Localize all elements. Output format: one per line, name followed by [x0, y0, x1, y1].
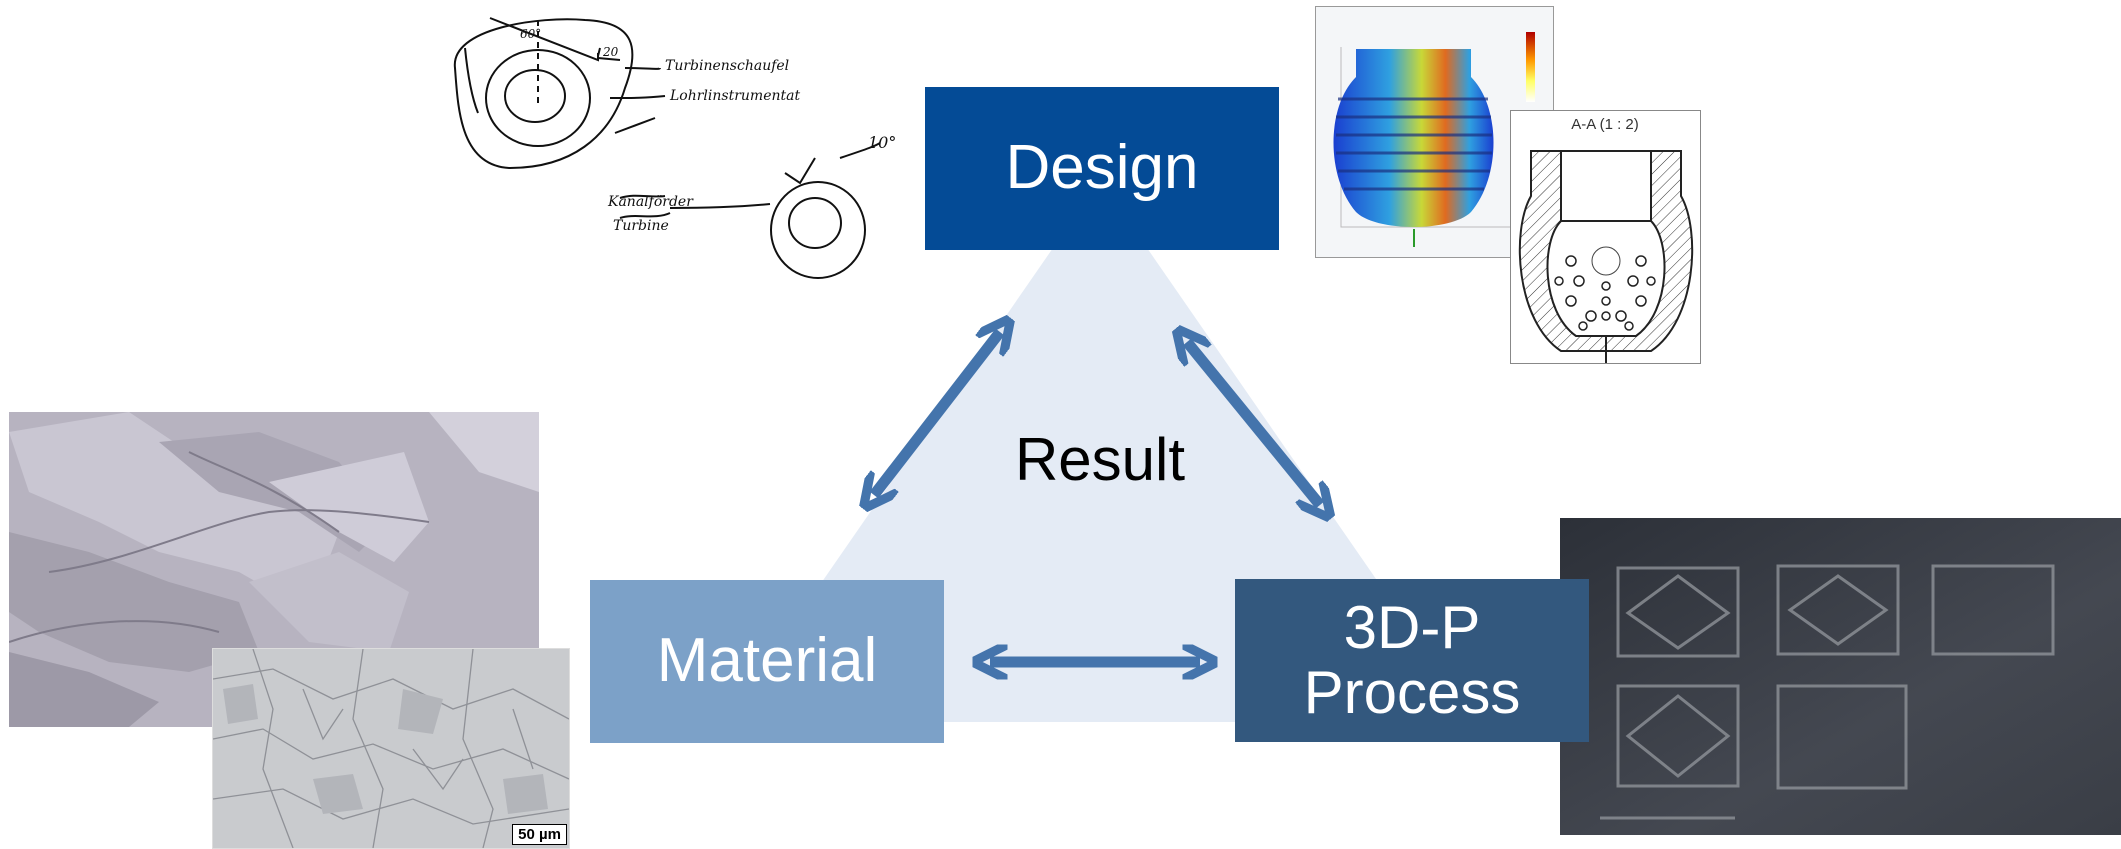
section-drawing-image [1510, 110, 1701, 364]
svg-text:Lohrlinstrumentat: Lohrlinstrumentat [669, 88, 800, 104]
material-node: Material [590, 580, 944, 743]
process-node-label-line2: Process [1303, 658, 1521, 726]
svg-text:Kanalförder: Kanalförder [607, 194, 694, 210]
process-node-label-line1: 3D-P [1343, 593, 1481, 661]
design-node: Design [925, 87, 1279, 250]
svg-text:Turbine: Turbine [613, 218, 669, 234]
process-node: 3D-P Process [1235, 579, 1589, 742]
printed-samples-image [1560, 518, 2121, 835]
svg-text:60°: 60° [520, 27, 541, 41]
scale-bar-label: 50 µm [512, 824, 567, 845]
svg-text:Turbinenschaufel: Turbinenschaufel [665, 58, 789, 74]
optical-micrograph-image: 50 µm [212, 648, 570, 849]
result-label: Result [1014, 426, 1186, 493]
design-material-arrow [874, 332, 1000, 495]
section-drawing-title: A-A (1 : 2) [1571, 116, 1639, 133]
hand-sketch-image: Turbinenschaufel Lohrlinstrumentat Kanal… [453, 17, 896, 279]
design-process-arrow [1187, 342, 1320, 505]
sem-micrograph-image [9, 412, 539, 727]
material-node-label: Material [656, 626, 878, 696]
svg-text:20: 20 [602, 45, 619, 59]
design-node-label: Design [1005, 133, 1199, 203]
sketch-angle-label: 10° [868, 133, 896, 152]
